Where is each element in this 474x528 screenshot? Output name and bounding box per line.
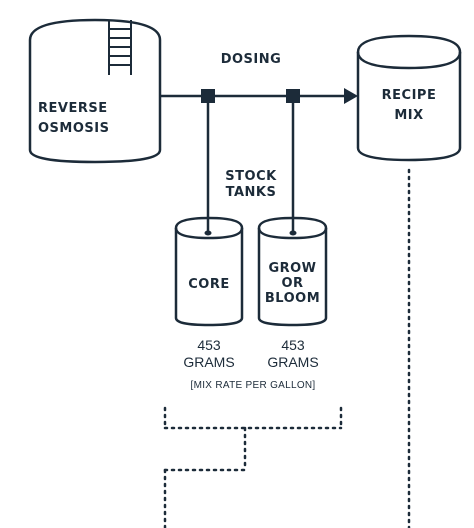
stock-tanks-line1: STOCK [225, 169, 277, 184]
recipe-mix-label: RECIPE MIX [358, 88, 460, 124]
ladder-icon [108, 20, 132, 75]
core-amount-unit: GRAMS [183, 354, 235, 370]
recipe-mix-line1: RECIPE [381, 88, 437, 103]
stock-tanks-line2: TANKS [225, 185, 277, 200]
reverse-osmosis-label: REVERSE OSMOSIS [30, 101, 138, 137]
core-tank [174, 216, 244, 327]
arrow-head-icon [344, 88, 358, 104]
valve-icon [201, 89, 215, 103]
core-amount-value: 453 [197, 337, 221, 353]
reverse-osmosis-line2: OSMOSIS [38, 121, 110, 136]
grow-bloom-tank [257, 216, 328, 327]
grow-bloom-label: GROW OR BLOOM [259, 261, 326, 306]
mix-rate-note: [MIX RATE PER GALLON] [190, 380, 316, 391]
grow-bloom-amount: 453 GRAMS [250, 337, 336, 371]
bloom-line: BLOOM [264, 291, 321, 306]
dosing-label: DOSING [220, 52, 282, 67]
or-line: OR [281, 276, 304, 291]
grow-line: GROW [268, 261, 317, 276]
recipe-mix-line2: MIX [394, 108, 424, 123]
recipe-mix-tank [356, 34, 462, 162]
valve-icon [286, 89, 300, 103]
grow-bloom-amount-value: 453 [281, 337, 305, 353]
grow-bloom-amount-unit: GRAMS [267, 354, 319, 370]
reverse-osmosis-tank [28, 18, 162, 164]
reverse-osmosis-line1: REVERSE [38, 101, 108, 116]
core-amount: 453 GRAMS [166, 337, 252, 371]
stock-tanks-label: STOCK TANKS [219, 169, 283, 201]
core-label: CORE [188, 277, 230, 292]
